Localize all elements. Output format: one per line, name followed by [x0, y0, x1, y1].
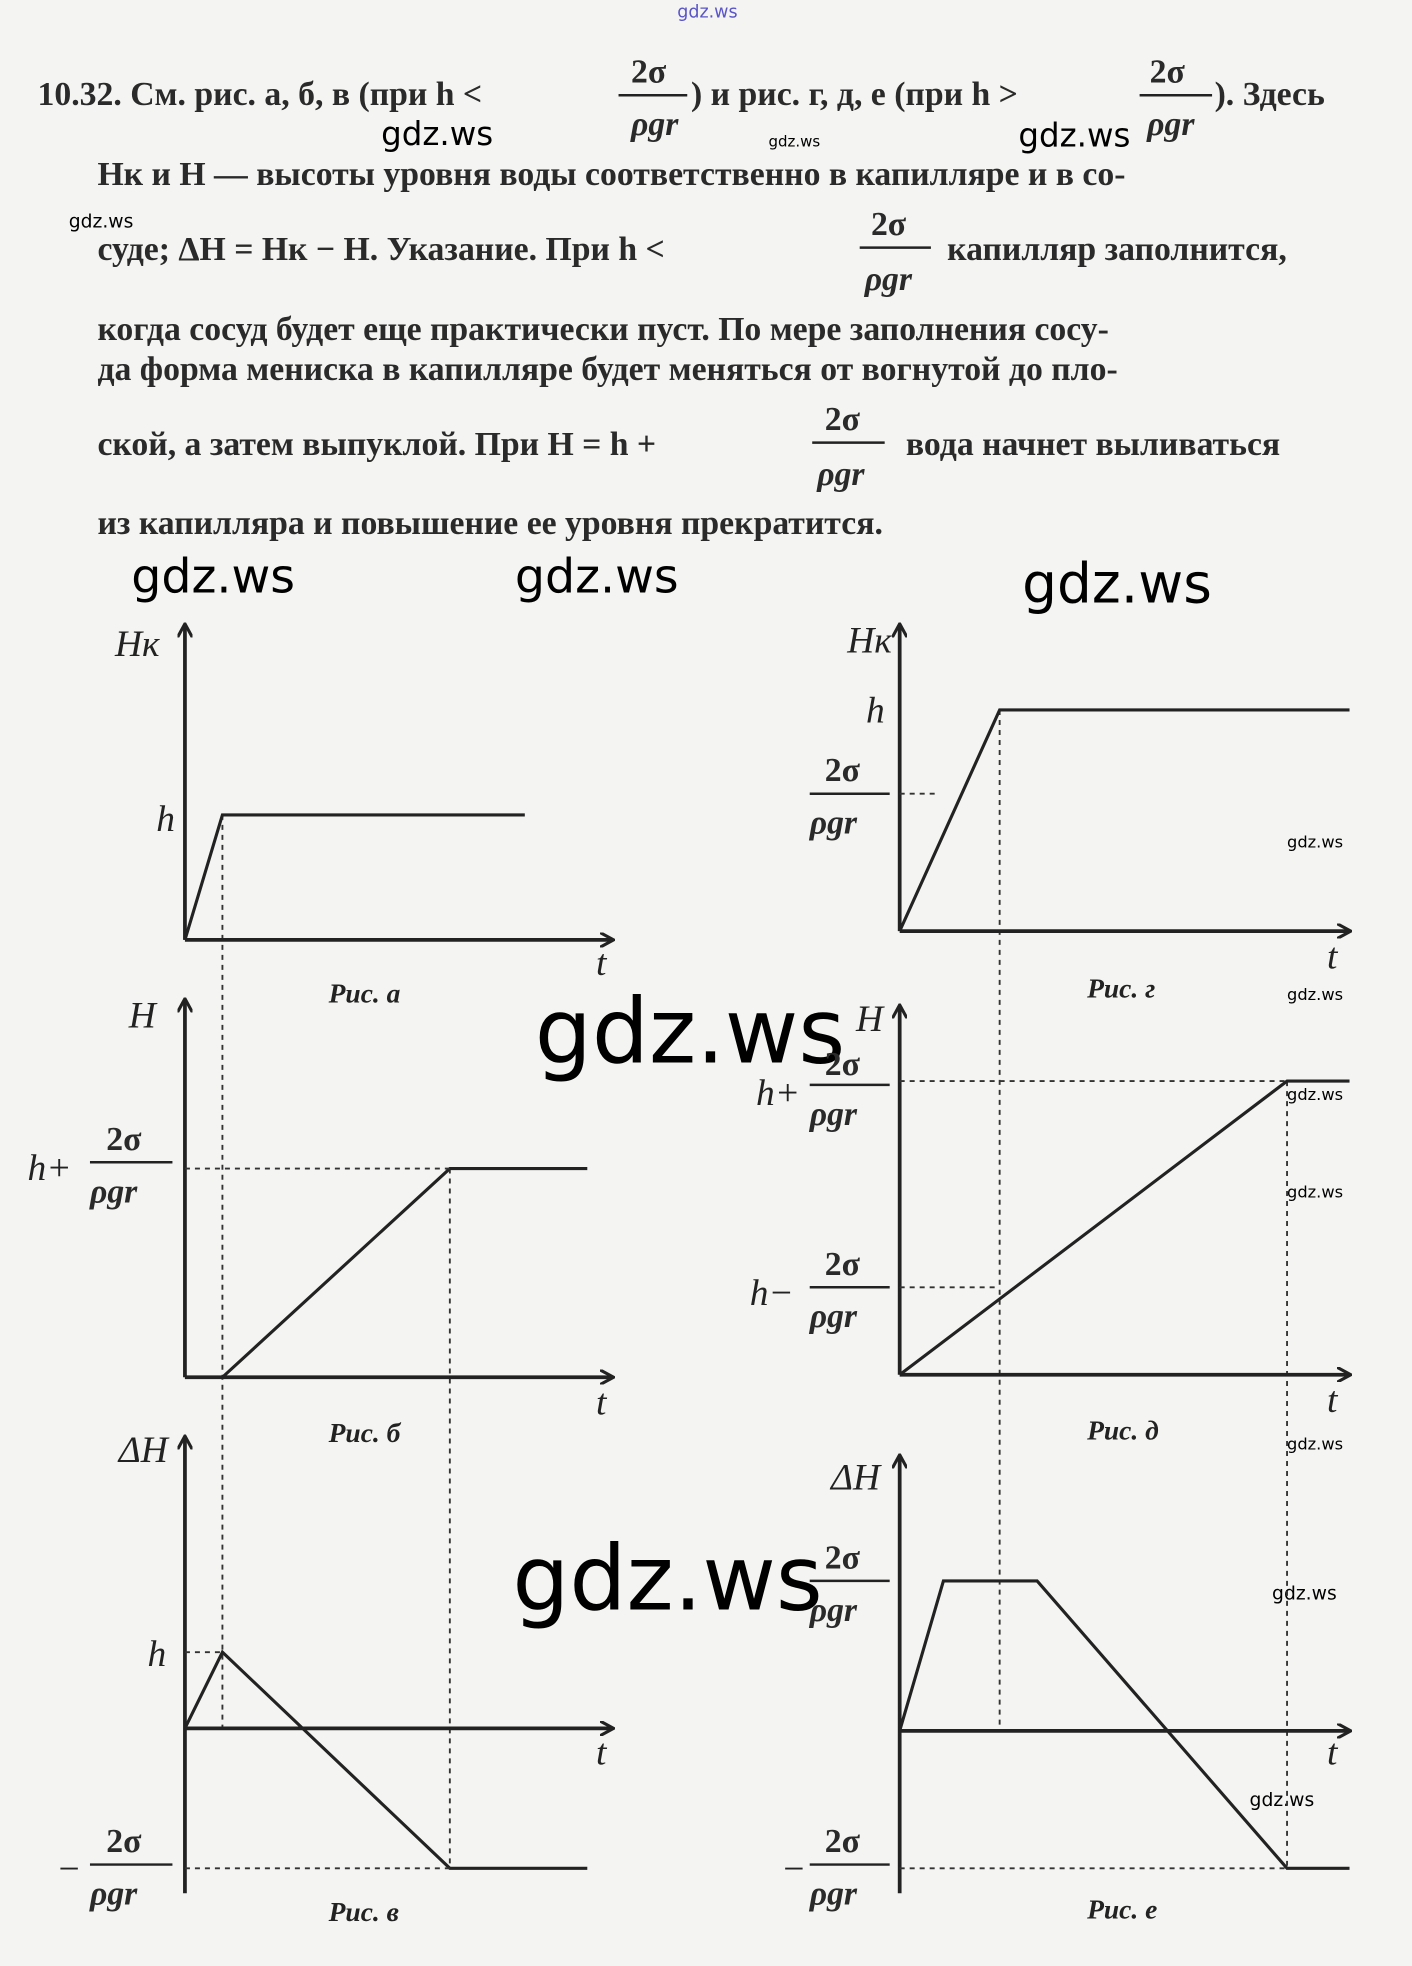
watermark: gdz.ws: [69, 212, 134, 233]
svg-text:Рис. а: Рис. а: [328, 978, 401, 1008]
watermark: gdz.ws: [1287, 1182, 1343, 1201]
watermark-top: gdz.ws: [677, 3, 737, 23]
svg-text:t: t: [1327, 937, 1339, 978]
svg-text:−: −: [781, 1849, 806, 1890]
svg-text:2σ: 2σ: [825, 1823, 861, 1860]
svg-text:−: −: [56, 1849, 81, 1890]
svg-text:2σ: 2σ: [825, 401, 861, 438]
watermark: gdz.ws: [1272, 1584, 1337, 1605]
svg-text:t: t: [1327, 1380, 1339, 1421]
svg-text:H: H: [855, 999, 885, 1040]
svg-text:ρgr: ρgr: [1146, 106, 1195, 143]
svg-text:h−: h−: [750, 1273, 794, 1314]
svg-text:2σ: 2σ: [825, 1046, 861, 1083]
svg-text:ρgr: ρgr: [809, 805, 858, 842]
figure-d: H h+ 2σ ρgr h− 2σ ρgr t Рис. д: [750, 999, 1350, 1446]
svg-text:h+: h+: [27, 1148, 71, 1189]
svg-text:ρgr: ρgr: [816, 456, 865, 493]
svg-text:ρgr: ρgr: [630, 106, 679, 143]
watermark: gdz.ws: [512, 1527, 822, 1632]
svg-text:10.32. См. рис. а, б, в (при: 10.32. См. рис. а, б, в (при h <: [37, 76, 482, 113]
svg-text:ρgr: ρgr: [864, 261, 913, 298]
watermark: gdz.ws: [1250, 1790, 1315, 1811]
svg-text:Hк: Hк: [846, 620, 892, 661]
svg-text:суде; ΔH = Hк − H. Указание.: суде; ΔH = Hк − H. Указание. При h <: [97, 231, 664, 268]
watermark: gdz.ws: [131, 550, 295, 605]
watermark: gdz.ws: [1022, 552, 1212, 616]
svg-text:когда сосуд будет еще практиче: когда сосуд будет еще практически пуст. …: [97, 311, 1108, 348]
figure-v: ΔH h − 2σ ρgr t Рис. в: [56, 1430, 612, 1927]
watermark: gdz.ws: [1287, 832, 1343, 851]
figure-b: H h+ 2σ ρgr t Рис. б: [27, 995, 612, 1448]
svg-text:2σ: 2σ: [871, 206, 907, 243]
svg-text:из капилляра и повышение ее ур: из капилляра и повышение ее уровня прекр…: [97, 505, 882, 542]
svg-text:капилляр заполнится,: капилляр заполнится,: [947, 231, 1287, 268]
svg-text:ской, а затем выпуклой. При H: ской, а затем выпуклой. При H = h +: [97, 426, 656, 463]
watermark: gdz.ws: [768, 132, 820, 150]
svg-text:ρgr: ρgr: [809, 1876, 858, 1913]
figure-a: Hк h t Рис. а: [114, 624, 612, 1008]
svg-text:h: h: [156, 799, 175, 840]
svg-text:ρgr: ρgr: [89, 1876, 138, 1913]
figure-g: Hк h 2σ ρgr t Рис. г: [809, 620, 1350, 1003]
svg-text:Hк и H — высоты уровня воды со: Hк и H — высоты уровня воды соответствен…: [97, 156, 1125, 193]
svg-text:Рис. б: Рис. б: [328, 1418, 402, 1448]
figure-e: ΔH 2σ ρgr − 2σ ρgr t Рис. е: [781, 1456, 1350, 1924]
svg-text:Рис. д: Рис. д: [1086, 1416, 1159, 1446]
svg-text:h: h: [147, 1634, 166, 1675]
svg-text:ΔH: ΔH: [117, 1430, 170, 1471]
svg-text:). Здесь: ). Здесь: [1215, 76, 1325, 113]
svg-text:да форма мениска в капилляре: да форма мениска в капилляре будет менят…: [97, 351, 1117, 388]
svg-text:2σ: 2σ: [1150, 54, 1186, 91]
svg-text:2σ: 2σ: [106, 1121, 142, 1158]
watermark: gdz.ws: [1018, 116, 1130, 154]
answer-text: 10.32. См. рис. а, б, в (при h < 2σ ρgr …: [37, 54, 1324, 542]
watermark: gdz.ws: [535, 979, 845, 1084]
svg-text:t: t: [596, 1383, 608, 1424]
svg-text:2σ: 2σ: [631, 54, 667, 91]
svg-text:2σ: 2σ: [825, 1539, 861, 1576]
svg-text:Рис. е: Рис. е: [1086, 1894, 1157, 1924]
svg-text:) и рис. г, д, е (при h >: ) и рис. г, д, е (при h >: [691, 76, 1018, 113]
svg-text:2σ: 2σ: [825, 752, 861, 789]
watermark: gdz.ws: [1287, 985, 1343, 1004]
watermark: gdz.ws: [515, 550, 679, 605]
svg-text:2σ: 2σ: [106, 1823, 142, 1860]
svg-text:t: t: [596, 1733, 608, 1774]
svg-text:h+: h+: [756, 1073, 800, 1114]
svg-text:t: t: [596, 943, 608, 984]
svg-text:ρgr: ρgr: [809, 1592, 858, 1629]
watermark: gdz.ws: [381, 115, 493, 153]
svg-text:Рис. г: Рис. г: [1086, 973, 1155, 1003]
svg-text:H: H: [128, 995, 158, 1036]
svg-text:ΔH: ΔH: [829, 1458, 882, 1499]
svg-text:t: t: [1327, 1733, 1339, 1774]
svg-text:Hк: Hк: [114, 624, 160, 665]
svg-text:ρgr: ρgr: [809, 1096, 858, 1133]
svg-text:Рис. в: Рис. в: [328, 1897, 399, 1927]
svg-text:h: h: [866, 690, 885, 731]
watermark: gdz.ws: [1287, 1085, 1343, 1104]
svg-text:ρgr: ρgr: [809, 1298, 858, 1335]
svg-text:2σ: 2σ: [825, 1246, 861, 1283]
watermark: gdz.ws: [1287, 1435, 1343, 1454]
svg-text:вода начнет выливаться: вода начнет выливаться: [906, 426, 1280, 463]
svg-text:ρgr: ρgr: [89, 1173, 138, 1210]
